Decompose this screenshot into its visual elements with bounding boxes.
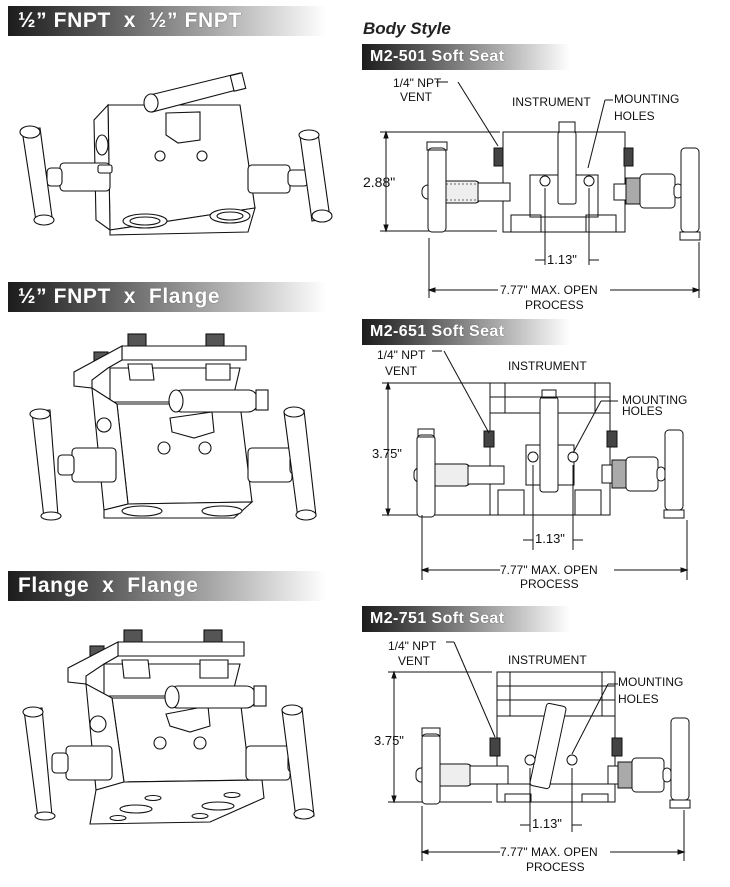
mounting-holes-label-2: HOLES bbox=[618, 692, 659, 706]
vent-label-2: VENT bbox=[385, 364, 418, 378]
vent-label: 1/4" NPT bbox=[388, 639, 437, 653]
mounting-holes-label: MOUNTING bbox=[618, 675, 684, 689]
height-dimension: 2.88" bbox=[363, 174, 396, 190]
m2-651-dimension-drawing: 1/4" NPT VENT INSTRUMENT MOUNTING HOLES … bbox=[360, 345, 730, 595]
manifold-fnpt-fnpt-isometric bbox=[19, 72, 333, 236]
section-banner-fnpt-fnpt: ½” FNPT x ½” FNPT bbox=[8, 6, 326, 36]
vent-label-2: VENT bbox=[400, 90, 433, 104]
model-banner-m2-751: M2-751 Soft Seat bbox=[362, 606, 570, 632]
section-banner-flange-flange: Flange x Flange bbox=[8, 571, 326, 601]
instrument-label: INSTRUMENT bbox=[508, 359, 587, 373]
center-dimension: 1.13" bbox=[547, 252, 577, 267]
manifold-flange-flange-isometric bbox=[22, 629, 315, 825]
manifold-fnpt-flange-isometric bbox=[29, 333, 317, 521]
vent-label: 1/4" NPT bbox=[393, 76, 442, 90]
mounting-holes-label-2: HOLES bbox=[614, 109, 655, 123]
model-banner-m2-501: M2-501 Soft Seat bbox=[362, 44, 570, 70]
process-label: PROCESS bbox=[526, 860, 585, 874]
width-dimension: 7.77" MAX. OPEN bbox=[500, 845, 598, 859]
width-dimension: 7.77" MAX. OPEN bbox=[500, 563, 598, 577]
mounting-holes-label: MOUNTING bbox=[622, 393, 688, 407]
center-dimension: 1.13" bbox=[532, 816, 562, 831]
model-banner-m2-651: M2-651 Soft Seat bbox=[362, 319, 570, 345]
process-label: PROCESS bbox=[525, 298, 584, 312]
height-dimension: 3.75" bbox=[372, 446, 402, 461]
height-dimension: 3.75" bbox=[374, 733, 404, 748]
instrument-label: INSTRUMENT bbox=[512, 95, 591, 109]
m2-751-dimension-drawing: 1/4" NPT VENT INSTRUMENT MOUNTING HOLES … bbox=[360, 634, 730, 882]
body-style-heading: Body Style bbox=[363, 19, 451, 38]
section-banner-fnpt-flange: ½” FNPT x Flange bbox=[8, 282, 326, 312]
process-label: PROCESS bbox=[520, 577, 579, 591]
instrument-label: INSTRUMENT bbox=[508, 653, 587, 667]
width-dimension: 7.77" MAX. OPEN bbox=[500, 283, 598, 297]
vent-label-2: VENT bbox=[398, 654, 431, 668]
center-dimension: 1.13" bbox=[535, 531, 565, 546]
mounting-holes-label-2: HOLES bbox=[622, 404, 663, 418]
vent-label: 1/4" NPT bbox=[377, 348, 426, 362]
mounting-holes-label: MOUNTING bbox=[614, 92, 680, 106]
m2-501-dimension-drawing: 1/4" NPT VENT INSTRUMENT MOUNTING HOLES … bbox=[360, 70, 730, 315]
